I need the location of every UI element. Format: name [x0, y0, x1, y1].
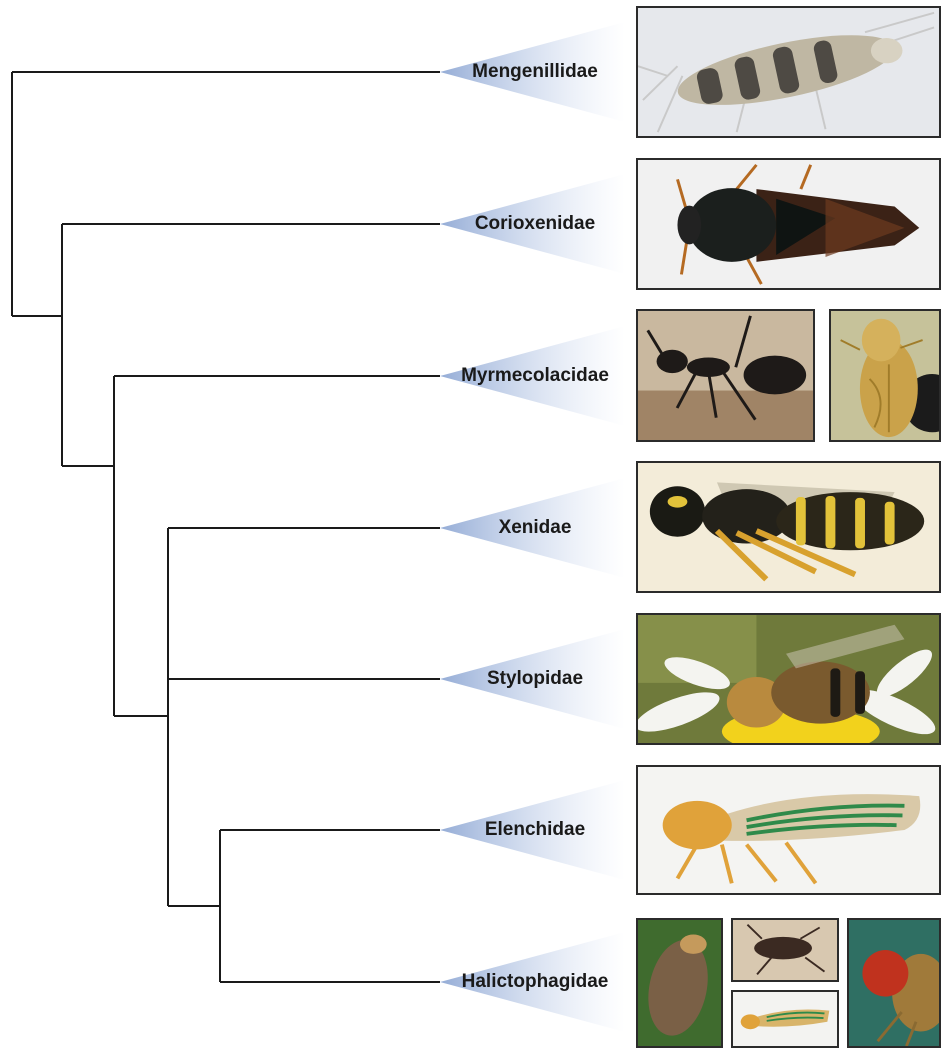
dark-insect-icon — [733, 920, 837, 980]
photo-halictophagidae-dark — [731, 918, 839, 982]
tree-branches — [12, 72, 440, 982]
node-elenchidae-halictophagidae — [168, 830, 220, 982]
ant-icon — [638, 311, 813, 440]
planthopper-icon — [638, 767, 939, 893]
photo-myrmecolacidae-female — [829, 309, 941, 442]
taxon-label-myrmecolacidae: Myrmecolacidae — [450, 361, 620, 391]
leafhopper-icon — [733, 992, 837, 1046]
photo-halictophagidae-brown — [636, 918, 723, 1048]
taxon-label-corioxenidae: Corioxenidae — [450, 209, 620, 239]
taxon-label-xenidae: Xenidae — [450, 513, 620, 543]
photo-elenchidae — [636, 765, 941, 895]
node-xenidae-rest — [114, 528, 168, 906]
golden-larva-icon — [831, 311, 939, 440]
photo-mengenillidae — [636, 6, 941, 138]
silverfish-icon — [638, 8, 939, 136]
photo-halictophagidae-leafhopper — [731, 990, 839, 1048]
taxon-label-elenchidae: Elenchidae — [450, 815, 620, 845]
taxon-label-halictophagidae: Halictophagidae — [450, 967, 620, 997]
photo-corioxenidae — [636, 158, 941, 290]
taxon-label-mengenillidae: Mengenillidae — [450, 57, 620, 87]
node-myrmecolacidae-rest — [62, 376, 114, 716]
stink-bug-icon — [638, 160, 939, 288]
taxon-label-stylopidae: Stylopidae — [450, 664, 620, 694]
photo-stylopidae — [636, 613, 941, 745]
fly-icon — [849, 920, 939, 1046]
photo-xenidae — [636, 461, 941, 593]
brown-insect-icon — [638, 920, 721, 1046]
wasp-icon — [638, 463, 939, 591]
node-corioxenidae-rest — [12, 224, 62, 466]
photo-halictophagidae-fly — [847, 918, 941, 1048]
photo-myrmecolacidae-ant — [636, 309, 815, 442]
bee-icon — [638, 615, 939, 743]
